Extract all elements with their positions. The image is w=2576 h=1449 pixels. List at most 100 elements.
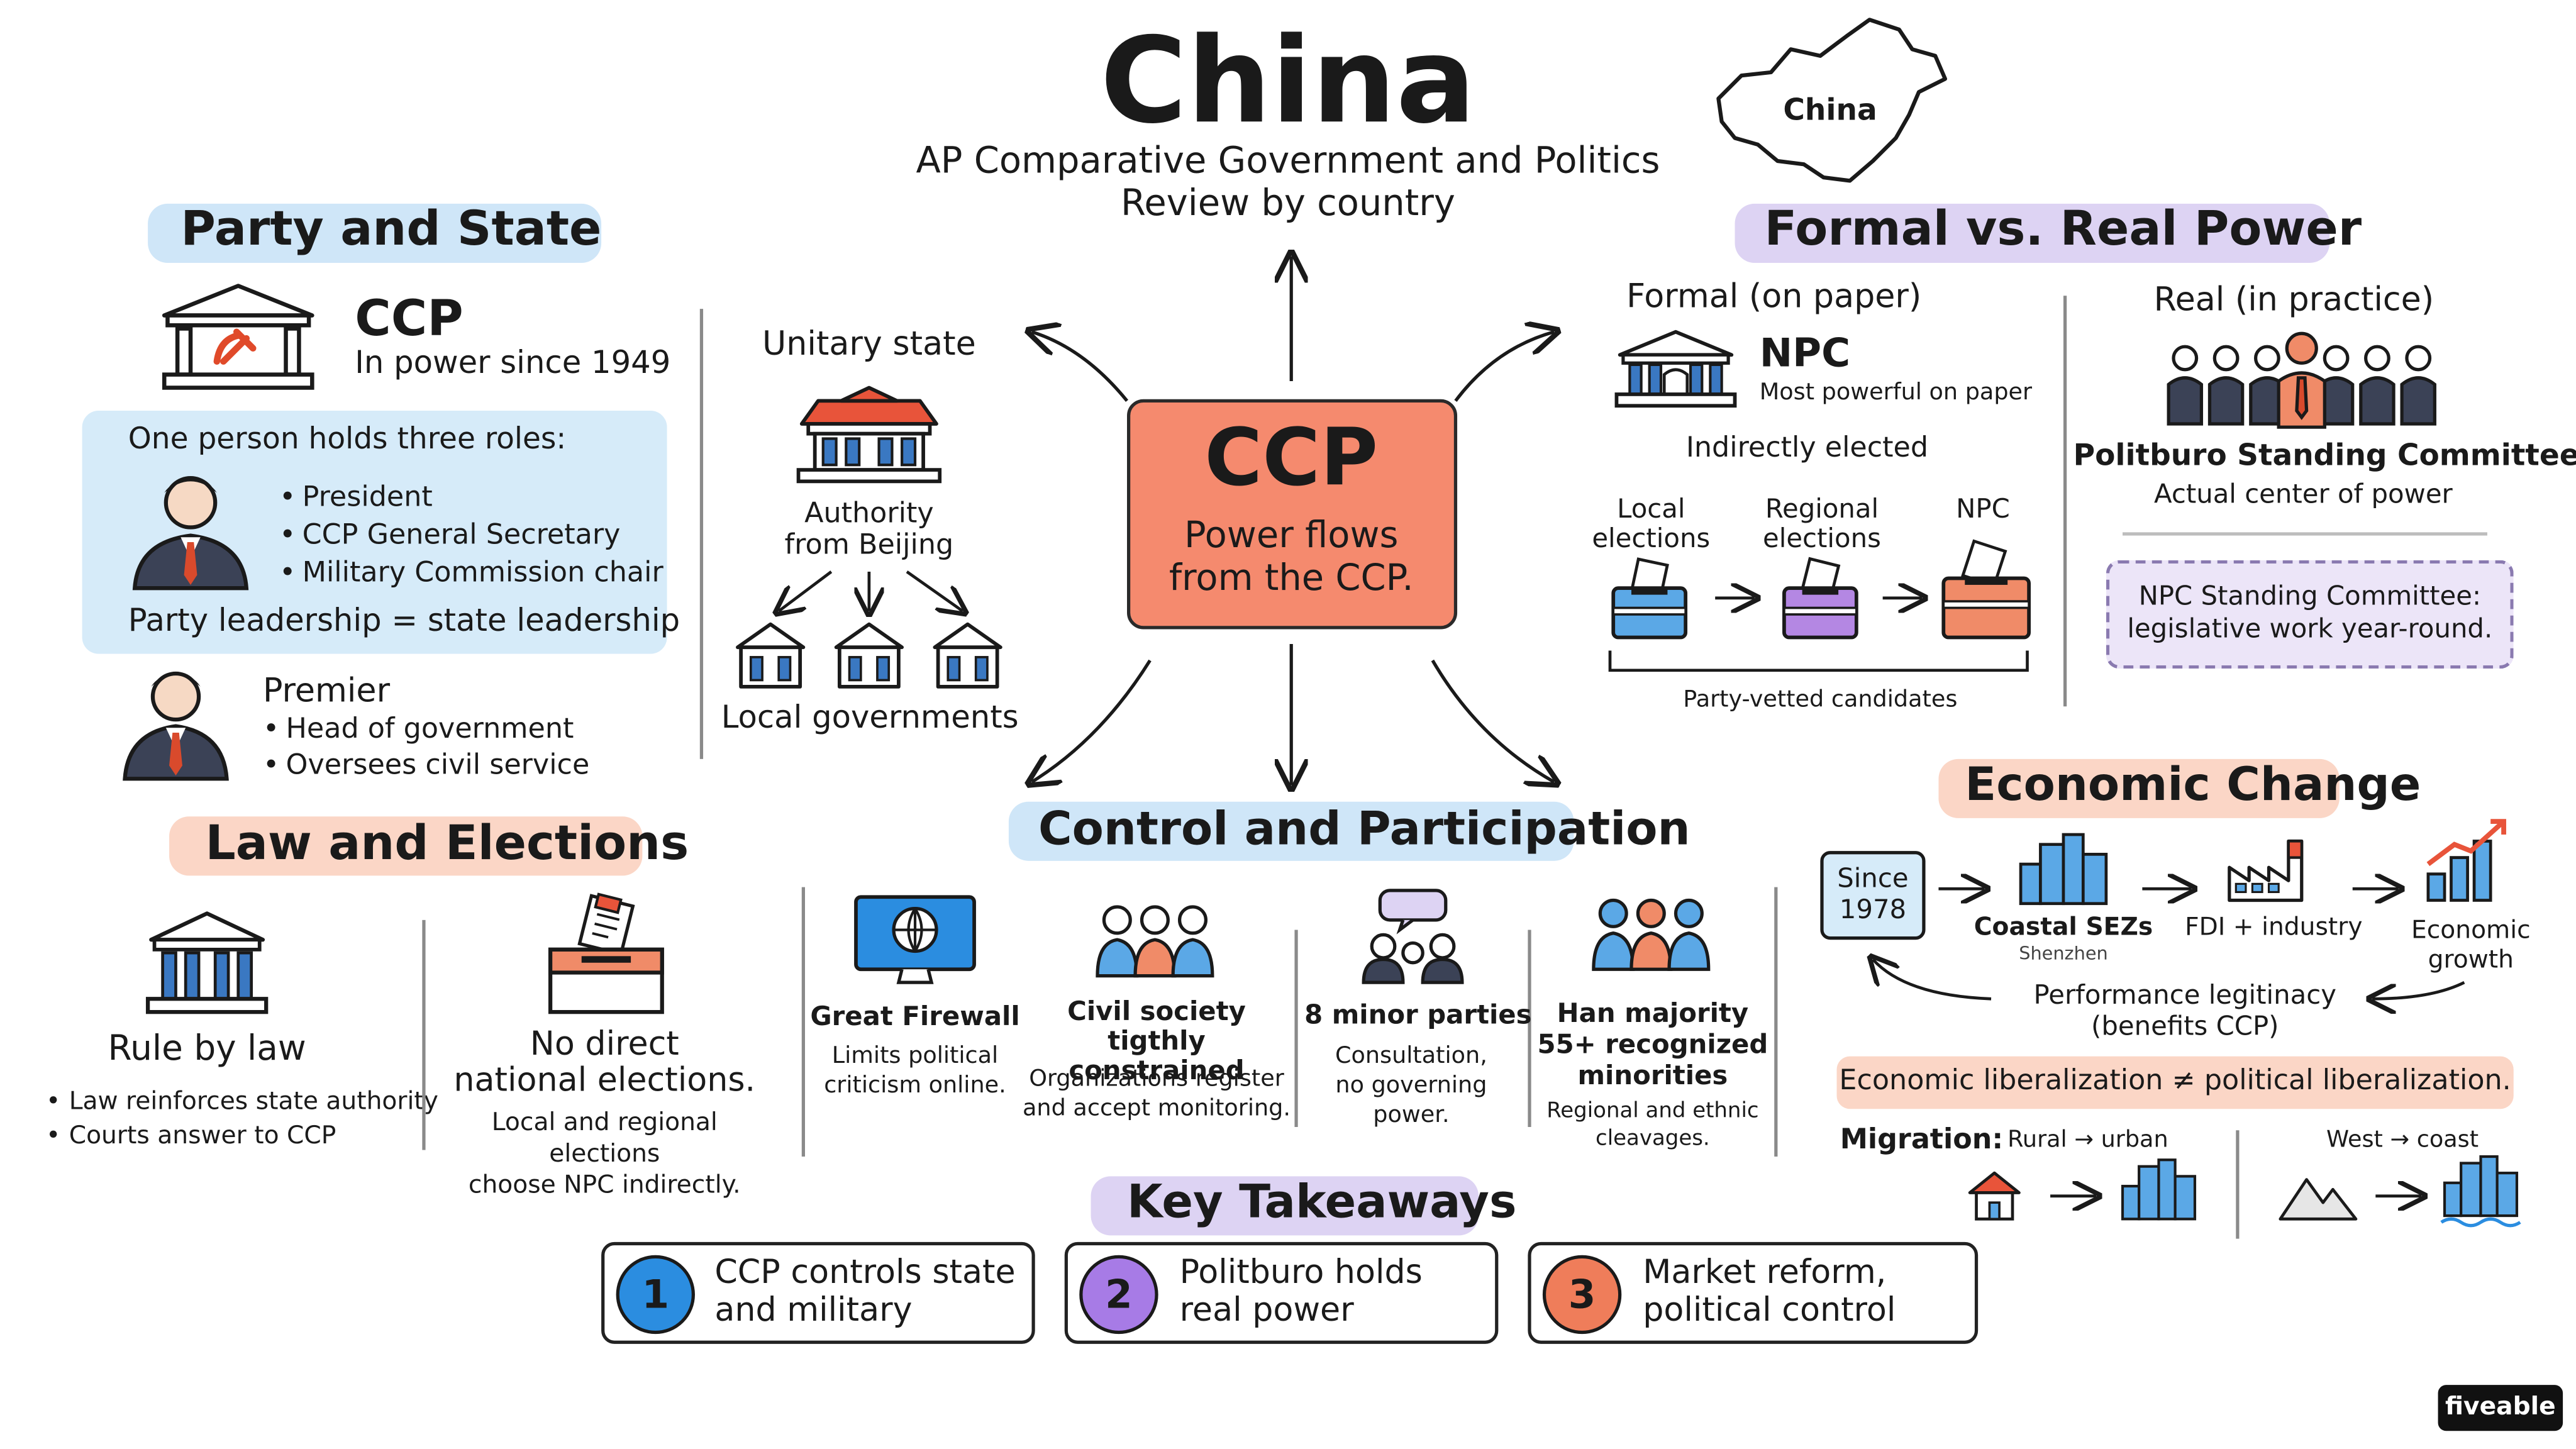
party-vetted-label: Party-vetted candidates xyxy=(1683,686,1958,713)
heading-highlight xyxy=(1938,758,2340,818)
election-step-npc: NPC xyxy=(1956,492,2010,525)
since-1978-box xyxy=(1820,851,1926,940)
ccp-center-line2: from the CCP. xyxy=(1169,558,1414,600)
brand-badge xyxy=(2438,1385,2563,1431)
elections-description: Local and regional elections choose NPC … xyxy=(468,1107,741,1199)
divider xyxy=(801,887,804,1157)
party-building-icon xyxy=(162,284,314,390)
formal-title: Formal (on paper) xyxy=(1626,275,1922,316)
control-item-title: 8 minor parties xyxy=(1304,999,1532,1030)
npcsc-text: NPC Standing Committee: legislative work… xyxy=(2127,580,2493,644)
ccp-center-line1: Power flows xyxy=(1184,516,1399,557)
west-coast: West → coast xyxy=(2326,1127,2479,1153)
rural-urban: Rural → urban xyxy=(2007,1127,2168,1153)
politburo-group-icon xyxy=(2167,331,2436,429)
takeaways-heading: Key Takeaways xyxy=(1127,1174,1517,1229)
migration-label: Migration: xyxy=(1840,1123,2004,1157)
takeaway-number: 1 xyxy=(616,1255,695,1335)
premier-title: Premier xyxy=(262,670,391,710)
rule-point: Law reinforces state authority xyxy=(46,1084,438,1119)
ccp-name: CCP xyxy=(355,291,464,348)
npc-description: Most powerful on paper xyxy=(1759,379,2033,406)
city-icon xyxy=(2121,1158,2197,1221)
divider xyxy=(2236,1130,2239,1239)
formal-real-heading: Formal vs. Real Power xyxy=(1764,200,2362,257)
roles-intro: One person holds three roles: xyxy=(128,422,567,457)
role-item: President xyxy=(279,480,663,518)
takeaway-number: 3 xyxy=(1542,1255,1622,1335)
premier-duties: Head of government Oversees civil servic… xyxy=(263,711,589,784)
npc-building-icon xyxy=(1614,330,1737,408)
since-1978-text: Since 1978 xyxy=(1837,862,1909,925)
npc-title: NPC xyxy=(1759,330,1851,377)
court-building-icon xyxy=(145,911,269,1014)
divider xyxy=(2123,532,2487,535)
local-government-icons xyxy=(736,622,1002,689)
civil-society-people-icon xyxy=(1096,905,1214,978)
takeaway-text: Market reform, political control xyxy=(1643,1252,1896,1330)
divider xyxy=(2063,296,2066,707)
growth-chart-icon xyxy=(2426,819,2506,902)
party-state-heading: Party and State xyxy=(180,200,602,257)
city-skyline-icon xyxy=(2019,833,2108,906)
map-label: China xyxy=(1783,93,1877,128)
control-item-title: Han majority 55+ recognized minorities xyxy=(1537,997,1768,1091)
heading-highlight xyxy=(1091,1176,1479,1236)
unitary-title: Unitary state xyxy=(762,323,976,364)
election-step-local: Local elections xyxy=(1592,492,1711,554)
premier-avatar-icon xyxy=(123,671,229,781)
minor-parties-icon xyxy=(1362,889,1464,984)
control-heading: Control and Participation xyxy=(1038,801,1690,856)
performance-legitimacy: Performance legitinacy (benefits CCP) xyxy=(2033,979,2336,1042)
npcsc-box xyxy=(2106,560,2514,669)
control-item-desc: Regional and ethnic cleavages. xyxy=(1546,1099,1759,1152)
central-government-icon xyxy=(796,386,942,484)
role-item: CCP General Secretary xyxy=(279,518,663,555)
china-map-icon xyxy=(1716,18,1948,183)
indirectly-elected: Indirectly elected xyxy=(1685,432,1929,465)
real-title: Real (in practice) xyxy=(2153,279,2434,319)
takeaway-text: CCP controls state and military xyxy=(714,1252,1016,1330)
ccp-since: In power since 1949 xyxy=(355,345,671,382)
psc-title: Politburo Standing Committee xyxy=(2073,438,2576,474)
divider xyxy=(1774,887,1777,1157)
ballot-box-blue-icon xyxy=(1611,557,1688,640)
page-title: China xyxy=(1100,11,1476,150)
population-group-icon xyxy=(1592,898,1711,971)
local-governments-label: Local governments xyxy=(721,699,1019,736)
ballot-box-purple-icon xyxy=(1782,557,1858,640)
takeaway-text: Politburo holds real power xyxy=(1179,1252,1423,1330)
heading-highlight xyxy=(1735,203,2330,263)
ccp-center-box xyxy=(1127,399,1458,630)
economic-growth: Economic growth xyxy=(2411,915,2531,975)
heading-highlight xyxy=(1008,801,1574,861)
leader-avatar-icon xyxy=(132,476,249,591)
fdi-industry: FDI + industry xyxy=(2185,911,2363,941)
heading-highlight xyxy=(148,203,602,263)
divider xyxy=(422,919,425,1150)
coastal-sez: Coastal SEZs xyxy=(1974,911,2153,941)
heading-highlight xyxy=(169,816,643,876)
authority-text: Authority from Beijing xyxy=(784,497,954,562)
divider xyxy=(1294,930,1297,1127)
rule-by-law-points: Law reinforces state authority Courts an… xyxy=(46,1084,438,1153)
sez-subtitle: Shenzhen xyxy=(2019,943,2108,965)
no-direct-elections: No direct national elections. xyxy=(453,1023,756,1099)
premier-duty: Oversees civil service xyxy=(263,748,589,784)
ccp-center-title: CCP xyxy=(1204,412,1379,504)
control-item-title: Civil society tigthly constrained xyxy=(1067,996,1246,1086)
computer-globe-icon xyxy=(854,895,976,984)
psc-description: Actual center of power xyxy=(2153,478,2453,509)
coastal-city-icon xyxy=(2440,1155,2521,1228)
rule-point: Courts answer to CCP xyxy=(46,1119,438,1153)
divider xyxy=(699,309,702,759)
premier-duty: Head of government xyxy=(263,711,589,747)
mountain-icon xyxy=(2279,1178,2358,1221)
roles-list: President CCP General Secretary Military… xyxy=(279,480,663,593)
economic-heading: Economic Change xyxy=(1965,757,2421,812)
control-item-title: Great Firewall xyxy=(810,1000,1020,1032)
law-elections-heading: Law and Elections xyxy=(205,814,689,871)
brand-logo: fiveable xyxy=(2445,1391,2556,1421)
ballot-box-orange-icon xyxy=(1941,539,2031,640)
